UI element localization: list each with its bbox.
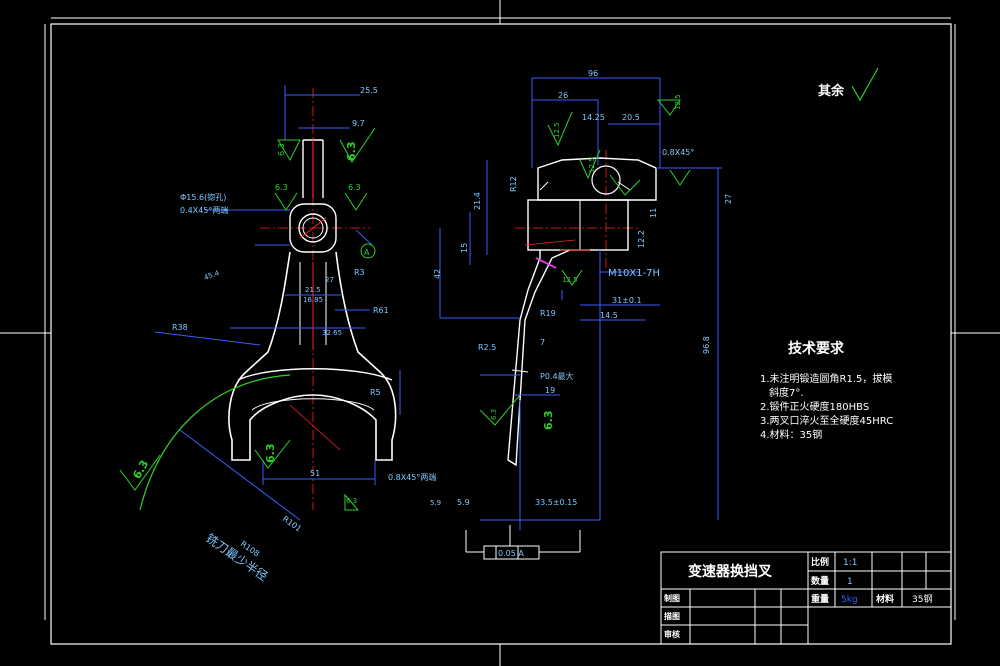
dim-r61: R61 [373, 306, 389, 315]
traced-label: 描图 [664, 611, 680, 621]
dim-d335: 33.5±0.15 [535, 498, 577, 507]
roughness-side-b: 12.5 [674, 94, 682, 110]
dim-h214: 21.4 [473, 192, 482, 210]
dim-27: 27 [325, 276, 334, 284]
dim-45-4: 45.4 [203, 269, 221, 282]
roughness-side-c: 12.5 [588, 157, 596, 173]
side-view-labels: 96 26 14.25 20.5 0.8X45° 27 21.4 15 42 1… [433, 69, 733, 558]
dim-r101: R101 [281, 514, 303, 533]
roughness-fork: 6.3 [264, 444, 277, 464]
dim-h12: 12.2 [637, 230, 646, 248]
qty-label: 数量 [811, 575, 829, 587]
note-hole-chamfer: 0.4X45°两端 [180, 205, 228, 215]
roughness-side-e: 6.3 [490, 409, 498, 420]
dim-d14: 14.5 [600, 311, 618, 320]
front-view [119, 85, 401, 521]
weight-value: 5kg [841, 595, 858, 605]
checked-label: 审核 [664, 629, 680, 639]
roughness-side-f: 6.3 [542, 411, 555, 431]
note-fork-chamfer: 0.8X45°两端 [388, 472, 436, 482]
side-view [439, 77, 722, 560]
note-milling-radius: 铣刀最少半径 [203, 531, 270, 584]
surface-finish-note: 其余 [818, 67, 879, 102]
material-label: 材料 [875, 593, 894, 605]
dim-32-65: 32.65 [322, 329, 342, 337]
dim-d7: 7 [540, 338, 545, 347]
surface-finish-text: 其余 [818, 83, 845, 99]
tolerance-frame-text: 0.05 A [498, 549, 524, 558]
dim-h11: 11 [649, 208, 658, 218]
note-hole-dia: Φ15.6(锪孔) [180, 192, 226, 202]
dim-h42: 42 [433, 269, 442, 279]
title-block: 变速器换挡叉 比例 1:1 数量 1 重量 5kg 材料 35钢 制图 描图 审… [660, 551, 952, 645]
dim-h968: 96.8 [702, 336, 711, 354]
datum-a-label: A [364, 248, 370, 257]
tech-requirements-heading: 技术要求 [788, 340, 845, 357]
roughness-hub-left: 6.3 [275, 183, 288, 192]
dim-16-85: 16.85 [303, 296, 323, 304]
material-value: 35钢 [912, 593, 932, 605]
roughness-top-left: 6.3 [277, 143, 286, 156]
roughness-hub-right: 6.3 [348, 183, 361, 192]
weight-label: 重量 [811, 593, 829, 605]
roughness-bottom: 6.3 [346, 497, 357, 505]
dim-w96: 96 [588, 69, 598, 78]
tech-requirements: 技术要求 1.未注明锻造圆角R1.5，拔模 斜度7°. 2.锻件正火硬度180H… [760, 340, 893, 441]
tech-req-line-3: 2.锻件正火硬度180HBS [760, 400, 869, 413]
dim-r19: R19 [540, 309, 556, 318]
roughness-side-d: 12.5 [562, 276, 578, 284]
roughness-milling: 6.3 [130, 458, 151, 481]
dim-top-width: 25.5 [360, 86, 378, 95]
roughness-side-a: 12.5 [553, 122, 561, 138]
tech-req-line-1: 1.未注明锻造圆角R1.5，拔模 [760, 372, 892, 385]
dim-5-9-left: 5.9 [430, 499, 441, 507]
dim-h27: 27 [724, 194, 733, 204]
note-c45: 0.8X45° [662, 148, 694, 157]
scale-label: 比例 [811, 556, 829, 568]
tech-req-line-4: 3.两叉口淬火至全硬度45HRC [760, 414, 893, 427]
dim-d19: 19 [545, 386, 555, 395]
dim-h15: 15 [460, 243, 469, 253]
dim-w20: 20.5 [622, 113, 640, 122]
part-name: 变速器换挡叉 [688, 563, 773, 580]
tech-req-line-5: 4.材料：35钢 [760, 428, 822, 441]
dim-r38: R38 [172, 323, 188, 332]
note-p04: P0.4最大 [540, 371, 574, 381]
dim-slot-width: 9.7 [352, 119, 365, 128]
note-m10: M10X1-7H [608, 268, 660, 279]
dim-r5: R5 [370, 388, 381, 397]
dim-r25: R2.5 [478, 343, 496, 352]
dim-d31: 31±0.1 [612, 296, 642, 305]
dim-21-5: 21.5 [305, 286, 321, 294]
dim-w26: 26 [558, 91, 568, 100]
tech-req-line-2: 斜度7°. [769, 386, 804, 399]
roughness-top-right: 6.3 [345, 142, 358, 162]
dim-w14: 14.25 [582, 113, 605, 122]
dim-fork-width: 51 [310, 469, 320, 478]
drawn-label: 制图 [664, 593, 680, 603]
dim-r12: R12 [509, 176, 518, 192]
qty-value: 1 [847, 577, 853, 587]
scale-value: 1:1 [843, 558, 857, 568]
dim-r3: R3 [354, 268, 365, 277]
dim-d5: 5.9 [457, 498, 470, 507]
